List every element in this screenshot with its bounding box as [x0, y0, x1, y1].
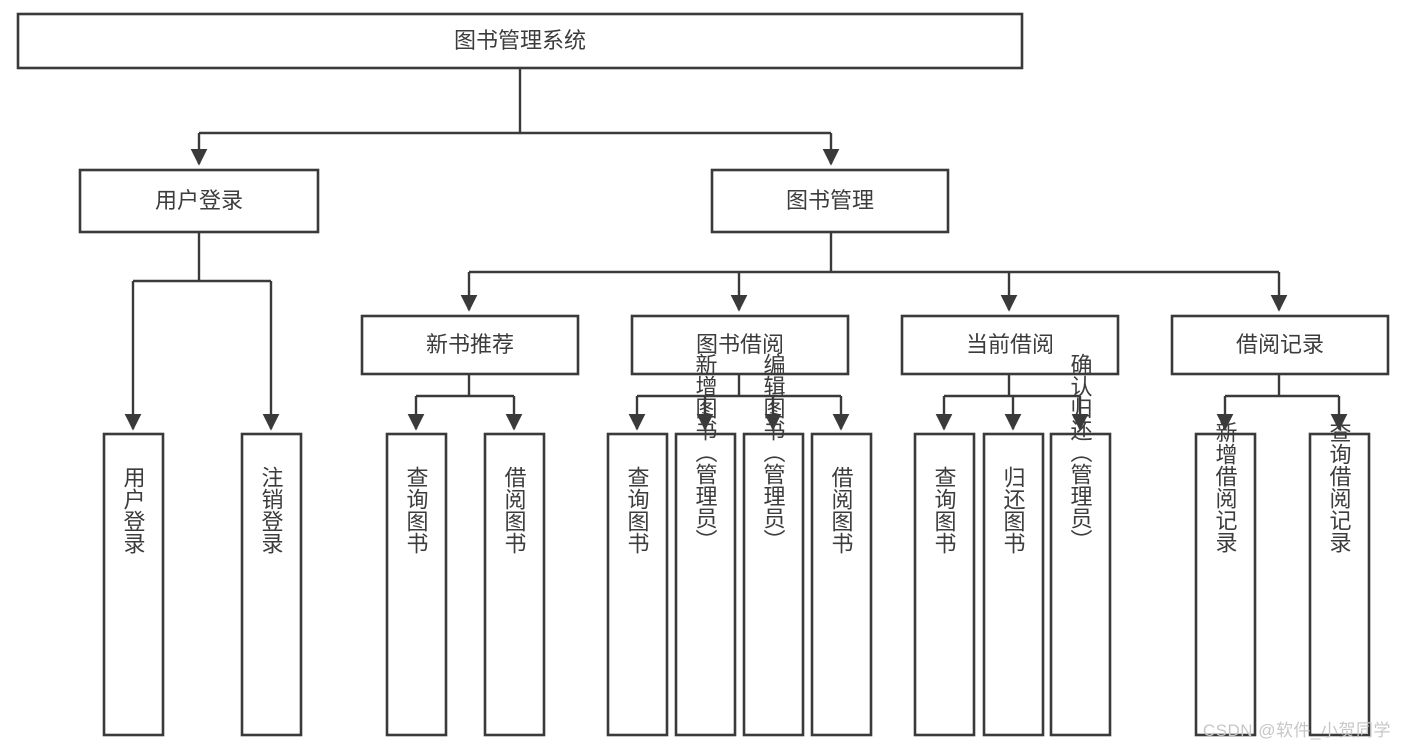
node-leaf-nb-query-book-box[interactable] — [385, 432, 448, 737]
node-leaf-logout-label: 注销登录 — [259, 466, 284, 554]
node-leaf-bb-add-book[interactable]: 新增图书（管理员） — [674, 353, 737, 737]
node-leaf-cb-return-book-label: 归还图书 — [1001, 466, 1026, 554]
node-book-management-label: 图书管理 — [786, 188, 874, 213]
node-leaf-br-add-record-box[interactable] — [1194, 432, 1257, 737]
node-book-borrow-label: 图书借阅 — [696, 332, 784, 357]
node-current-borrow[interactable]: 当前借阅 — [900, 314, 1120, 376]
node-root[interactable]: 图书管理系统 — [16, 12, 1024, 70]
node-leaf-br-query-record[interactable]: 查询借阅记录 — [1308, 421, 1371, 737]
node-leaf-br-query-record-box[interactable] — [1308, 432, 1371, 737]
node-leaf-nb-query-book[interactable]: 查询图书 — [385, 432, 448, 737]
node-leaf-bb-add-book-label: 新增图书（管理员） — [693, 353, 718, 551]
node-user-login-label: 用户登录 — [155, 188, 243, 213]
node-leaf-bb-borrow-book-label: 借阅图书 — [829, 466, 854, 554]
node-leaf-logout[interactable]: 注销登录 — [240, 432, 303, 737]
node-leaf-cb-return-book-box[interactable] — [982, 432, 1045, 737]
node-leaf-bb-query-book[interactable]: 查询图书 — [606, 432, 669, 737]
node-leaf-user-login-box[interactable] — [102, 432, 165, 737]
node-leaf-cb-query-book-box[interactable] — [913, 432, 976, 737]
node-leaf-bb-edit-book[interactable]: 编辑图书（管理员） — [742, 353, 805, 737]
node-leaf-nb-query-book-label: 查询图书 — [404, 466, 429, 554]
node-leaf-cb-query-book-label: 查询图书 — [932, 466, 957, 554]
node-leaf-bb-add-book-box[interactable] — [674, 432, 737, 737]
node-borrow-record-label: 借阅记录 — [1236, 332, 1324, 357]
node-leaf-cb-confirm-return-label: 确认归还（管理员） — [1068, 353, 1093, 551]
node-user-login[interactable]: 用户登录 — [78, 168, 320, 234]
node-leaf-cb-confirm-return-box[interactable] — [1049, 432, 1112, 737]
node-current-borrow-label: 当前借阅 — [966, 332, 1054, 357]
node-root-label: 图书管理系统 — [454, 28, 586, 53]
node-leaf-br-query-record-label: 查询借阅记录 — [1327, 421, 1352, 553]
node-leaf-bb-edit-book-label: 编辑图书（管理员） — [761, 353, 786, 551]
node-leaf-nb-borrow-book[interactable]: 借阅图书 — [483, 432, 546, 737]
node-new-book-recommend-label: 新书推荐 — [426, 332, 514, 357]
node-leaf-cb-query-book[interactable]: 查询图书 — [913, 432, 976, 737]
node-leaf-bb-query-book-label: 查询图书 — [625, 466, 650, 554]
node-new-book-recommend[interactable]: 新书推荐 — [360, 314, 580, 376]
node-book-borrow[interactable]: 图书借阅 — [630, 314, 850, 376]
node-leaf-nb-borrow-book-label: 借阅图书 — [502, 466, 527, 554]
node-borrow-record-box[interactable] — [1170, 314, 1390, 376]
node-root-box[interactable] — [16, 12, 1024, 70]
node-leaf-cb-return-book[interactable]: 归还图书 — [982, 432, 1045, 737]
node-leaf-br-add-record-label: 新增借阅记录 — [1213, 421, 1238, 553]
node-leaf-logout-box[interactable] — [240, 432, 303, 737]
node-borrow-record[interactable]: 借阅记录 — [1170, 314, 1390, 376]
node-current-borrow-box[interactable] — [900, 314, 1120, 376]
node-leaf-bb-borrow-book-box[interactable] — [810, 432, 873, 737]
node-leaf-user-login[interactable]: 用户登录 — [102, 432, 165, 737]
node-book-borrow-box[interactable] — [630, 314, 850, 376]
node-leaf-bb-edit-book-box[interactable] — [742, 432, 805, 737]
node-leaf-bb-borrow-book[interactable]: 借阅图书 — [810, 432, 873, 737]
node-new-book-recommend-box[interactable] — [360, 314, 580, 376]
node-leaf-cb-confirm-return[interactable]: 确认归还（管理员） — [1049, 353, 1112, 737]
node-leaf-bb-query-book-box[interactable] — [606, 432, 669, 737]
node-book-management[interactable]: 图书管理 — [710, 168, 950, 234]
node-leaf-user-login-label: 用户登录 — [121, 466, 146, 554]
node-leaf-nb-borrow-book-box[interactable] — [483, 432, 546, 737]
csdn-watermark: CSDN @软件_小贺同学 — [1202, 721, 1391, 740]
node-book-management-box[interactable] — [710, 168, 950, 234]
node-user-login-box[interactable] — [78, 168, 320, 234]
edges-layer — [124, 68, 1348, 431]
node-leaf-br-add-record[interactable]: 新增借阅记录 — [1194, 421, 1257, 737]
